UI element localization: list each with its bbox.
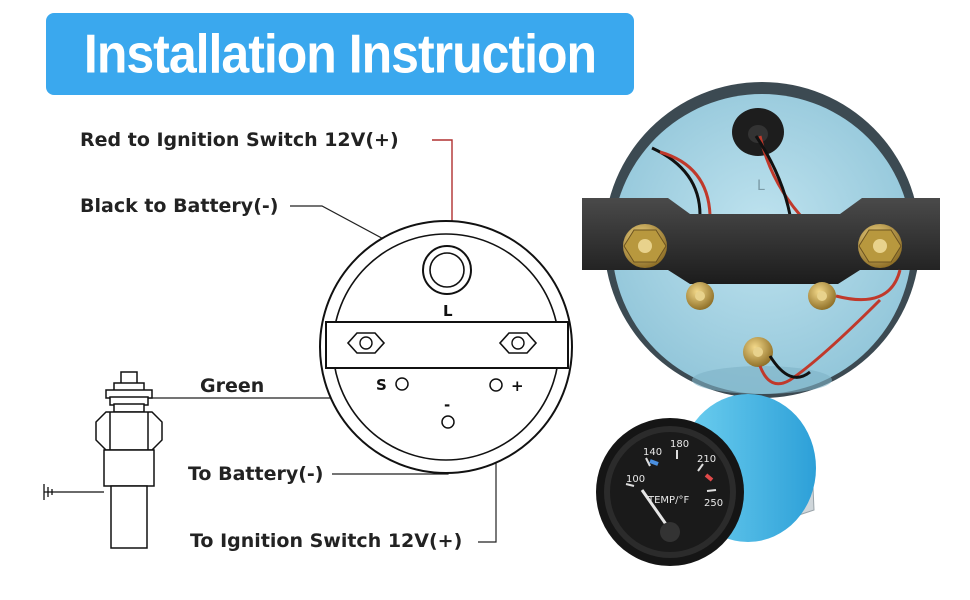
label-green-wire: Green xyxy=(200,375,264,397)
ground-icon xyxy=(43,484,104,500)
gauge-scale-250: 250 xyxy=(704,498,723,509)
label-red-wire: Red to Ignition Switch 12V(+) xyxy=(80,129,399,151)
title-banner: Installation Instruction xyxy=(46,13,634,95)
label-black-wire: Black to Battery(-) xyxy=(80,195,278,217)
gauge-back-drawing xyxy=(319,220,573,474)
temperature-sender-drawing xyxy=(95,371,163,549)
label-to-battery: To Battery(-) xyxy=(188,463,323,485)
terminal-s-label: S xyxy=(376,376,387,394)
terminal-l-label: L xyxy=(443,302,453,320)
terminal-minus-label: - xyxy=(444,396,450,414)
gauge-scale-180: 180 xyxy=(670,439,689,450)
banner-title: Installation Instruction xyxy=(83,23,597,85)
gauge-scale-210: 210 xyxy=(697,454,716,465)
svg-text:L: L xyxy=(757,178,765,194)
terminal-plus-label: + xyxy=(511,377,524,395)
gauge-scale-140: 140 xyxy=(643,447,662,458)
gauge-unit-label: TEMP/°F xyxy=(647,495,689,506)
gauge-back-photo: L xyxy=(582,82,940,398)
gauge-front-photo xyxy=(596,394,816,566)
gauge-scale-100: 100 xyxy=(626,474,645,485)
label-to-ignition: To Ignition Switch 12V(+) xyxy=(190,530,462,552)
